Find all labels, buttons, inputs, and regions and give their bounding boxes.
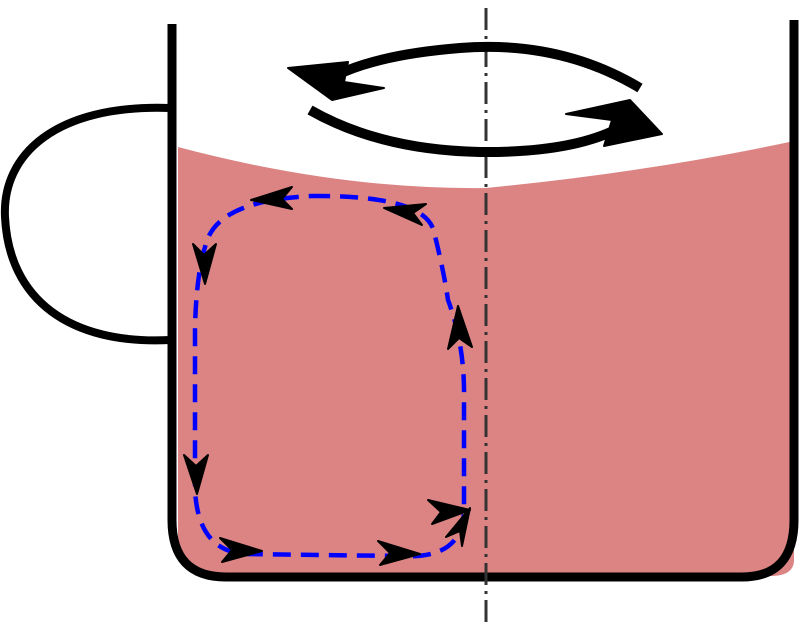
rotation-arrow-upper xyxy=(315,41,643,93)
arrowhead-bottom-left xyxy=(219,537,263,563)
mug-handle xyxy=(0,103,171,345)
circulation-arrowheads xyxy=(183,186,473,566)
arrowhead-top-right xyxy=(383,203,427,226)
mug-body xyxy=(167,20,799,582)
rotation-arrow-lower xyxy=(307,105,631,158)
circulation-loop xyxy=(192,193,467,559)
arrowhead-corner-lower xyxy=(445,507,471,547)
arrowhead-top-left xyxy=(250,186,293,210)
rotation-arrowhead-right xyxy=(565,99,663,147)
arrowhead-left-lower xyxy=(183,454,209,495)
rotation-arrowhead-left xyxy=(287,61,385,101)
arrowhead-corner-upper xyxy=(427,499,471,525)
arrowhead-bottom-right xyxy=(377,540,421,566)
rotation-arrows xyxy=(287,41,663,158)
arrowhead-left-upper xyxy=(192,243,217,285)
arrowhead-right-upper xyxy=(447,305,473,350)
